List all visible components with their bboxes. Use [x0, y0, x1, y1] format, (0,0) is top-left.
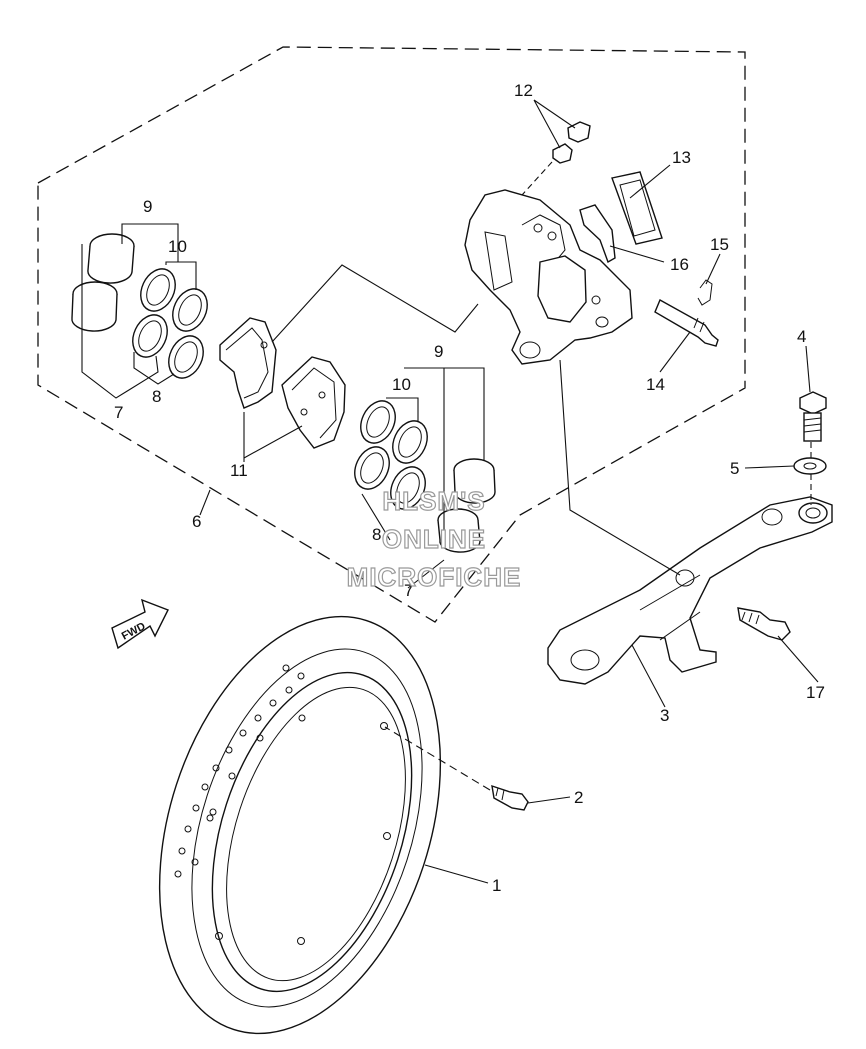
bolt-17	[737, 607, 791, 641]
washer-5	[793, 457, 827, 475]
callout-8-left: 8	[152, 387, 161, 406]
callout-1: 1	[492, 876, 501, 895]
callout-7-right: 7	[404, 581, 413, 600]
callout-16: 16	[670, 255, 689, 274]
callout-6: 6	[192, 512, 201, 531]
callout-17: 17	[806, 683, 825, 702]
watermark-line-1: HLSM'S	[382, 486, 485, 516]
brake-pads-11	[219, 317, 346, 449]
callout-10-left: 10	[168, 237, 187, 256]
callout-11: 11	[230, 461, 248, 480]
watermark-line-3: MICROFICHE	[347, 562, 522, 592]
pistons-9-left	[71, 233, 135, 332]
callout-9-left: 9	[143, 197, 152, 216]
pad-spring-13	[611, 171, 663, 245]
callout-7-left: 7	[114, 403, 123, 422]
callout-4: 4	[797, 327, 806, 346]
callout-13: 13	[672, 148, 691, 167]
callout-10-right: 10	[392, 375, 411, 394]
callout-2: 2	[574, 788, 583, 807]
watermark-line-2: ONLINE	[382, 524, 486, 554]
bleed-screws-12	[552, 121, 591, 164]
callouts: 1 2 3 4 5 6 7 7 8 8 9 9 10 10 11 12 13 1…	[114, 81, 825, 895]
callout-8-right: 8	[372, 525, 381, 544]
bolt-2	[491, 784, 529, 811]
fwd-arrow-icon: FWD	[111, 598, 169, 650]
bolt-4	[799, 391, 827, 442]
seals-10-right	[354, 400, 428, 510]
caliper-body	[464, 189, 633, 365]
caliper-bracket	[547, 496, 833, 685]
seals-10-left	[132, 268, 208, 379]
disc-holes	[174, 664, 391, 945]
pad-pin-14	[654, 299, 719, 347]
callout-14: 14	[646, 375, 665, 394]
watermark: HLSM'S ONLINE MICROFICHE	[346, 485, 522, 592]
callout-9-right: 9	[434, 342, 443, 361]
callout-15: 15	[710, 235, 729, 254]
callout-12: 12	[514, 81, 533, 100]
clip-15	[697, 279, 713, 306]
callout-5: 5	[730, 459, 739, 478]
assembly-boundary	[37, 46, 746, 623]
callout-3: 3	[660, 706, 669, 725]
pad-support-16	[579, 204, 616, 264]
leader-lines	[81, 99, 819, 884]
brake-disc	[158, 615, 442, 1035]
pistons-9-right	[437, 458, 496, 553]
